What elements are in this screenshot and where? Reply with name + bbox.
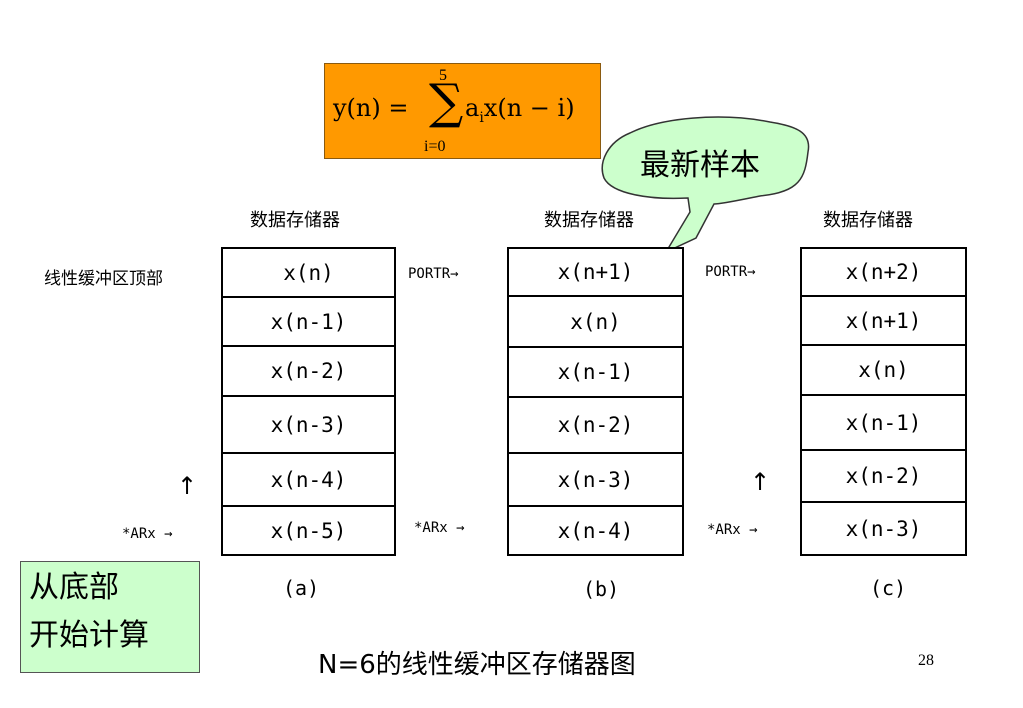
memory-cell: x(n+1) bbox=[509, 249, 682, 297]
up-arrow-icon: ↑ bbox=[750, 468, 771, 496]
stack-c-title: 数据存储器 bbox=[823, 210, 913, 231]
page-number: 28 bbox=[918, 652, 934, 669]
memory-cell: x(n-1) bbox=[509, 348, 682, 398]
stack-a-title: 数据存储器 bbox=[250, 210, 340, 231]
stack-b-title: 数据存储器 bbox=[544, 210, 634, 231]
memory-cell: x(n) bbox=[509, 297, 682, 348]
memory-cell: x(n) bbox=[223, 249, 394, 298]
callout-text: 最新样本 bbox=[640, 148, 760, 183]
formula-box: y(n) = 5 ∑ i=0 aix(n − i) bbox=[324, 63, 601, 159]
note-line-2: 开始计算 bbox=[29, 618, 149, 653]
memory-stack-a: x(n) x(n-1) x(n-2) x(n-3) x(n-4) x(n-5) bbox=[221, 247, 396, 556]
stack-c-caption: (c) bbox=[870, 576, 907, 600]
memory-stack-c: x(n+2) x(n+1) x(n) x(n-1) x(n-2) x(n-3) bbox=[800, 247, 967, 556]
memory-cell: x(n+2) bbox=[802, 249, 965, 297]
memory-cell: x(n+1) bbox=[802, 297, 965, 346]
memory-cell: x(n-4) bbox=[223, 454, 394, 507]
memory-cell: x(n) bbox=[802, 346, 965, 396]
arx-label-a: *ARx → bbox=[122, 526, 173, 542]
memory-cell: x(n-2) bbox=[223, 347, 394, 397]
memory-cell: x(n-1) bbox=[223, 298, 394, 347]
memory-cell: x(n-3) bbox=[845, 516, 922, 541]
memory-cell: x(n-2) bbox=[509, 398, 682, 454]
buffer-top-label: 线性缓冲区顶部 bbox=[44, 269, 163, 289]
portr-label-c: PORTR→ bbox=[705, 264, 756, 280]
formula-term: x(n − i) bbox=[483, 94, 575, 122]
arx-label-c: *ARx → bbox=[707, 522, 758, 538]
stack-b-caption: (b) bbox=[583, 577, 620, 601]
memory-stack-b: x(n+1) x(n) x(n-1) x(n-2) x(n-3) x(n-4) bbox=[507, 247, 684, 556]
memory-cell: x(n-3) bbox=[223, 397, 394, 454]
figure-caption: N=6的线性缓冲区存储器图 bbox=[318, 650, 636, 680]
note-line-1: 从底部 bbox=[29, 570, 119, 605]
formula-coef-index: i bbox=[479, 109, 484, 126]
portr-label-b: PORTR→ bbox=[408, 266, 459, 282]
formula-sigma: ∑ bbox=[429, 74, 464, 130]
formula-coef: a bbox=[465, 94, 480, 122]
formula-lhs: y(n) = bbox=[333, 94, 409, 122]
arx-label-b: *ARx → bbox=[414, 520, 465, 536]
memory-cell: x(n-4) bbox=[557, 518, 634, 543]
memory-cell: x(n-2) bbox=[802, 451, 965, 503]
up-arrow-icon: ↑ bbox=[177, 472, 198, 500]
memory-cell: x(n-1) bbox=[802, 396, 965, 451]
note-box: 从底部 开始计算 bbox=[20, 561, 200, 673]
formula-rhs: aix(n − i) bbox=[465, 94, 575, 126]
memory-cell: x(n-5) bbox=[270, 518, 347, 543]
stack-a-caption: (a) bbox=[283, 576, 320, 600]
memory-cell: x(n-3) bbox=[509, 454, 682, 507]
formula-sum-upper: 5 bbox=[439, 67, 447, 84]
formula-sum-lower: i=0 bbox=[424, 138, 446, 155]
